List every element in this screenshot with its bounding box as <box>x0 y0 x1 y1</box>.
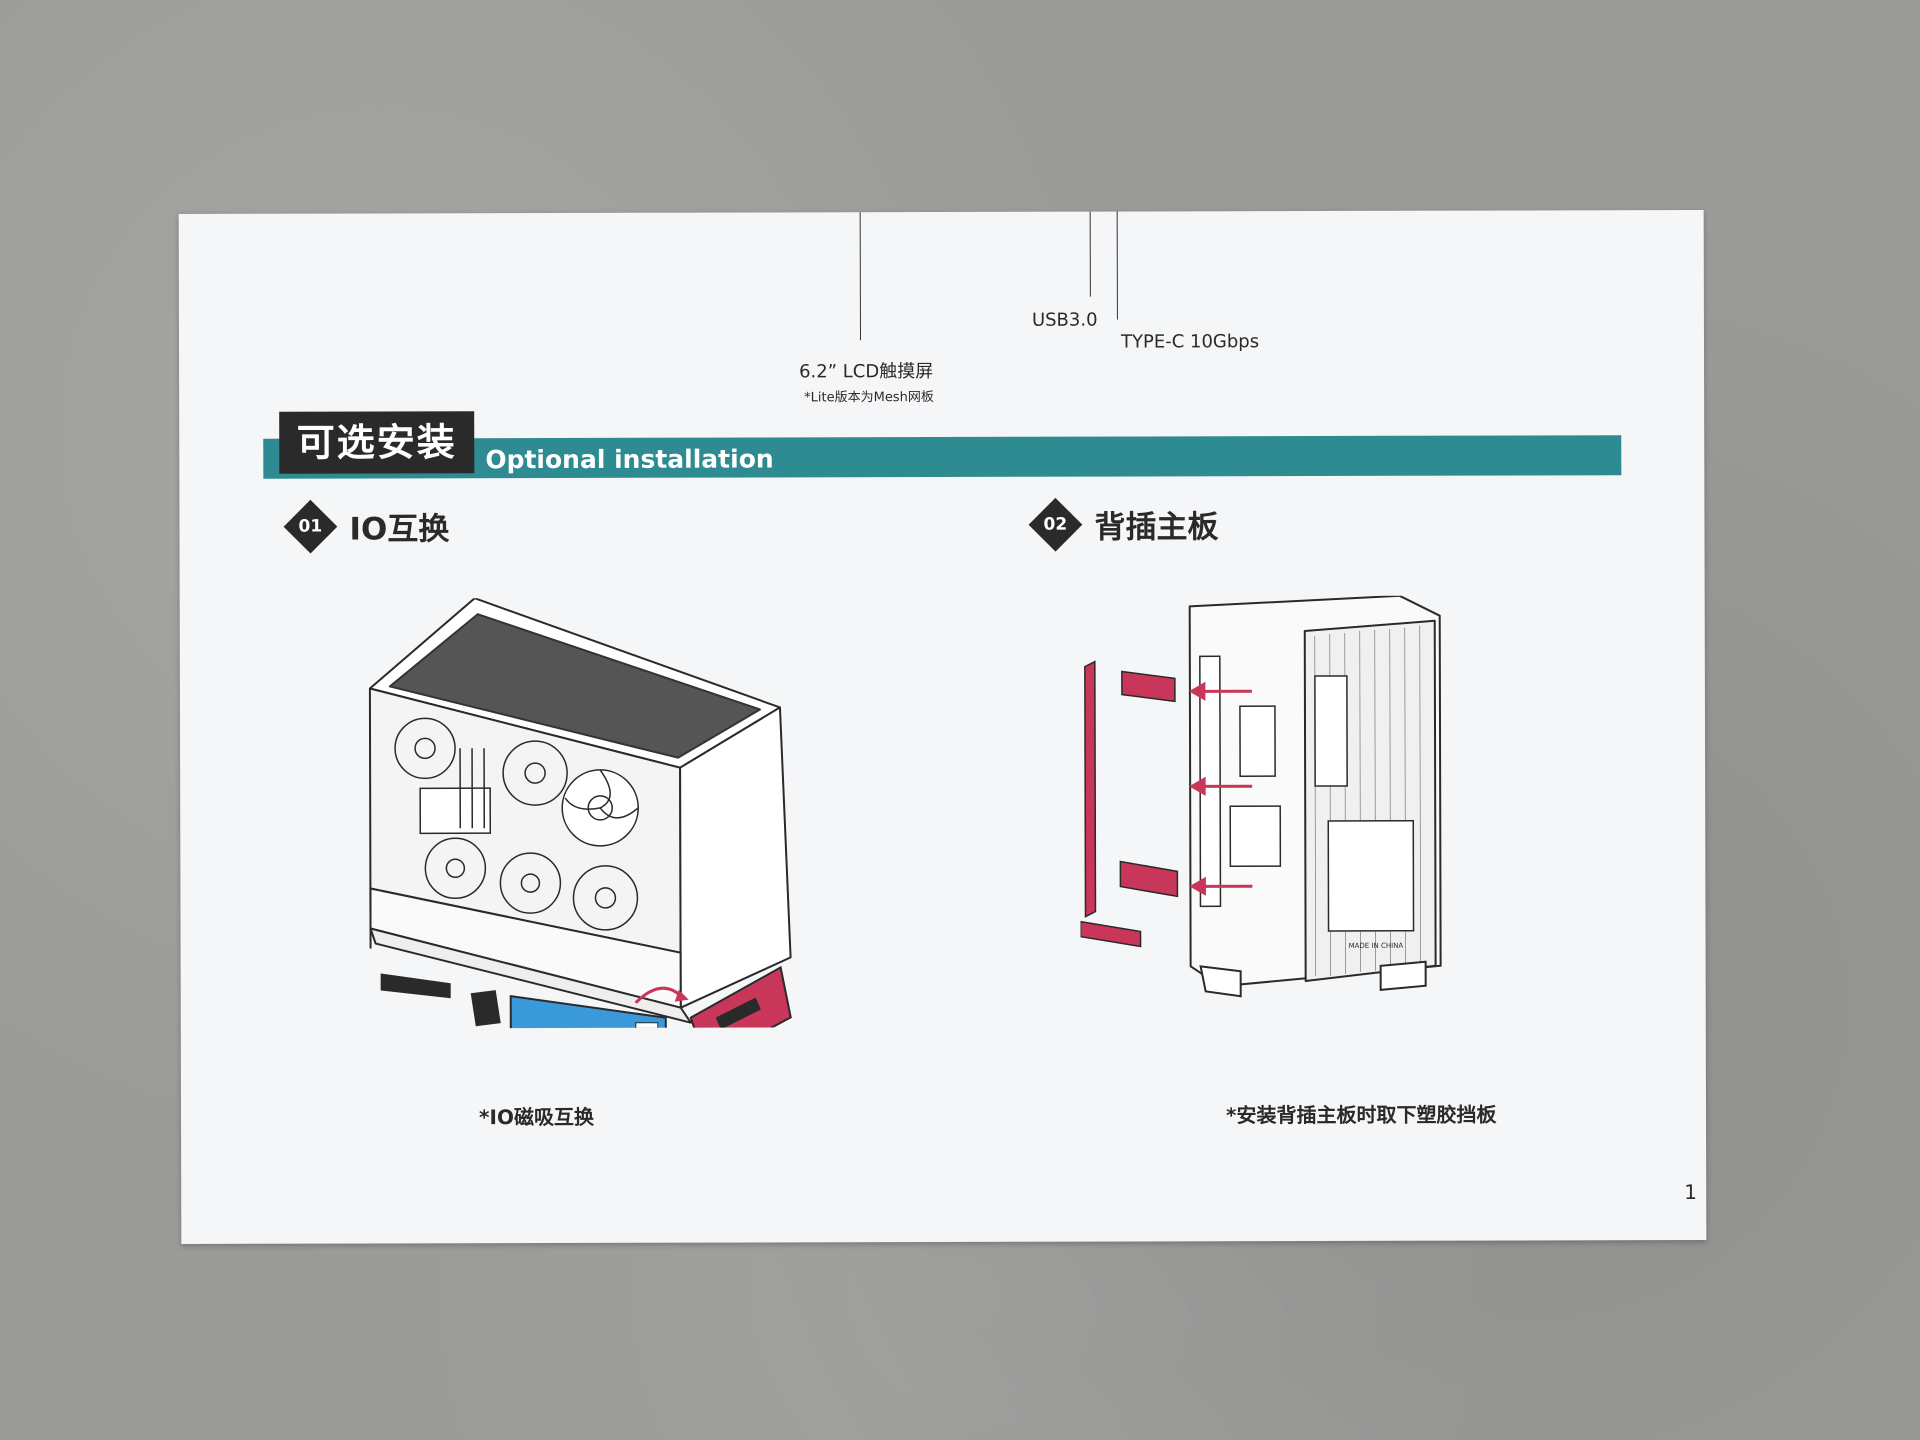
step-02-caption: *安装背插主板时取下塑胶挡板 <box>1225 1102 1497 1128</box>
section-title-cn: 可选安装 <box>279 411 475 474</box>
step-01-caption: *IO磁吸互换 <box>478 1104 594 1130</box>
step-number-badge: 02 <box>1028 497 1083 552</box>
callout-typec: TYPE-C 10Gbps <box>1120 331 1260 353</box>
leader-line-usb <box>1089 211 1091 297</box>
leader-line-typec <box>1116 211 1118 320</box>
case-io-swap-illustration <box>368 597 792 1029</box>
step-number: 01 <box>298 516 323 537</box>
leader-line-lcd <box>859 212 861 341</box>
page-number: 1 <box>1684 1180 1697 1205</box>
step-title: IO互换 <box>349 511 450 548</box>
manual-page: USB3.0 TYPE-C 10Gbps 6.2” LCD触摸屏 *Lite版本… <box>178 210 1707 1244</box>
step-02-heading: 02 背插主板 <box>1028 497 1219 552</box>
made-in-label: MADE IN CHINA <box>1349 942 1404 950</box>
step-01-heading: 01 IO互换 <box>283 499 450 554</box>
callout-lite-note: *Lite版本为Mesh网板 <box>804 390 934 406</box>
step-number-badge: 01 <box>283 499 338 554</box>
case-back-connect-illustration: MADE IN CHINA <box>1079 595 1442 998</box>
step-title: 背插主板 <box>1094 509 1219 546</box>
step-number: 02 <box>1043 514 1068 535</box>
section-title-en: Optional installation <box>485 444 774 475</box>
callout-lcd: 6.2” LCD触摸屏 <box>799 361 934 383</box>
callout-usb: USB3.0 <box>1031 309 1098 331</box>
